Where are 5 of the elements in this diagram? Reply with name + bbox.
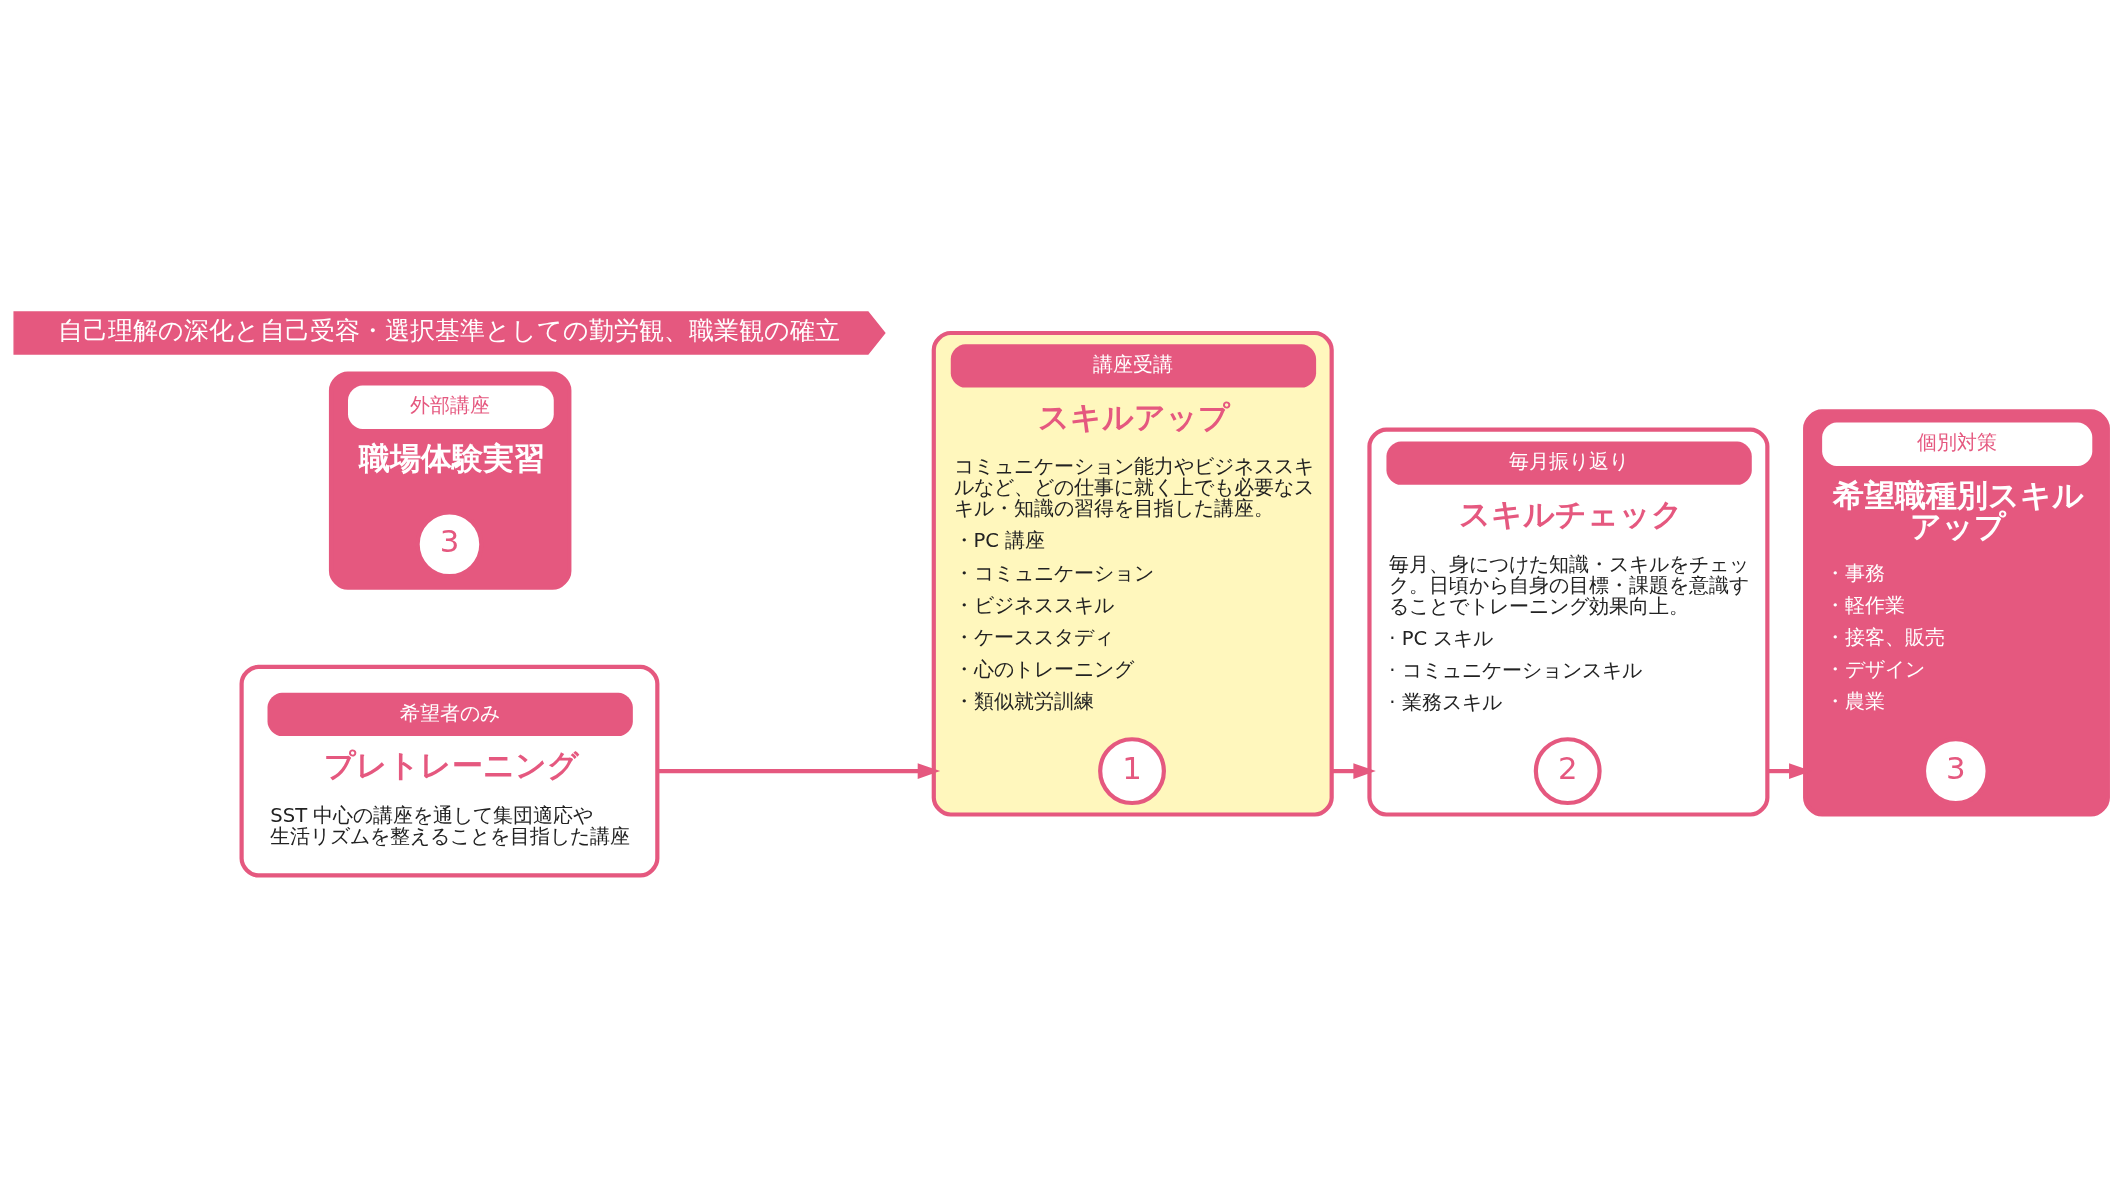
arrow [1331,763,1376,779]
node-circle: 2 [1533,737,1602,806]
arrow [657,763,941,779]
node-circle: 1 [1098,737,1166,806]
node-box: 希望者のみ プレトレーニング SST 中心の講座を通して集団適応や生活リズムを整えることを目指した講座 [239,664,660,878]
